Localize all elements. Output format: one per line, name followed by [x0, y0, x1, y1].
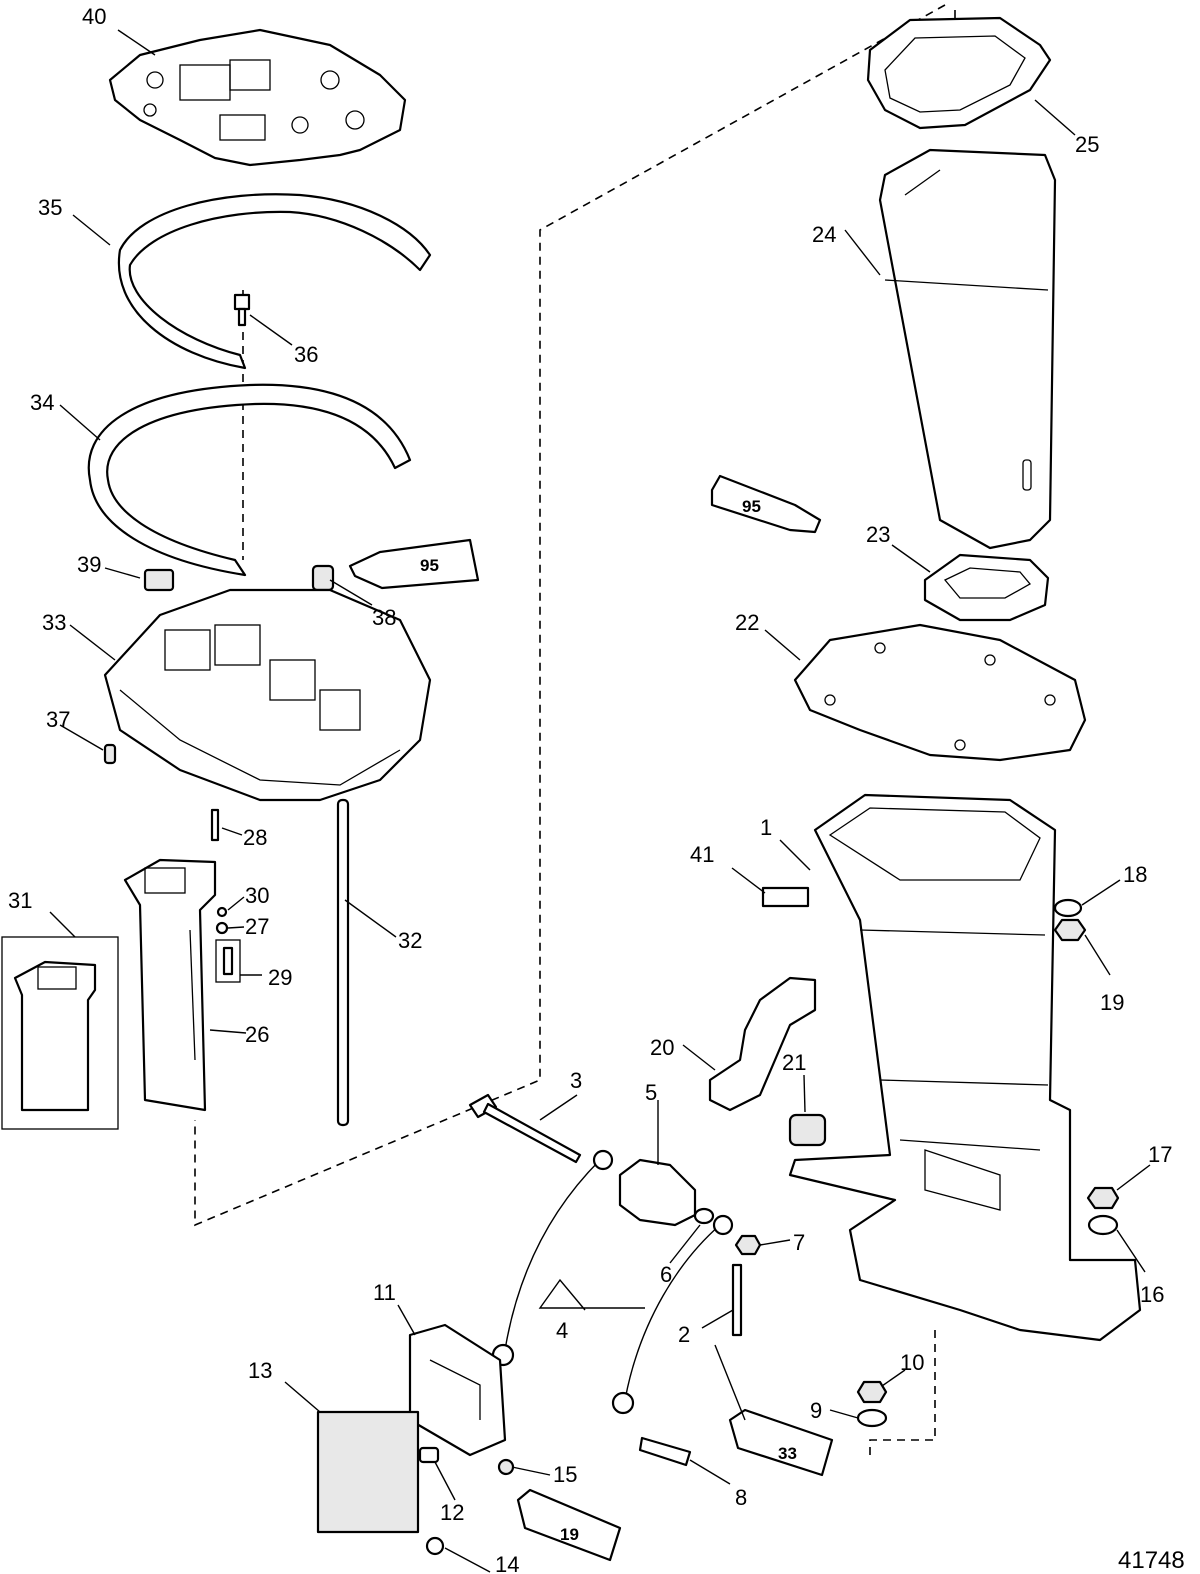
callout-38: 38: [372, 605, 396, 630]
ground-strap-part-4: [491, 1149, 734, 1415]
bolt-part-36: [233, 293, 251, 327]
water-tube-elbow-part-20: [708, 976, 817, 1112]
callout-39: 39: [77, 552, 101, 577]
callout-6: 6: [660, 1262, 672, 1287]
sealant-tube-95-left: 95: [348, 538, 480, 590]
washer-part-16: [1087, 1214, 1119, 1236]
callout-40: 40: [82, 4, 106, 29]
rod-part-32: [336, 798, 350, 1127]
bushing-part-38: [311, 564, 335, 592]
callout-26: 26: [245, 1022, 269, 1047]
callout-23: 23: [866, 522, 890, 547]
tube-label-95-right: 95: [742, 497, 761, 516]
callout-37: 37: [46, 707, 70, 732]
figure-id: 41748: [1118, 1547, 1185, 1574]
callout-27: 27: [245, 914, 269, 939]
callout-18: 18: [1123, 862, 1147, 887]
callout-5: 5: [645, 1080, 657, 1105]
nut-part-17: [1086, 1186, 1120, 1210]
grease-tube-33: 33: [728, 1408, 834, 1477]
bracket-part-11: [408, 1323, 507, 1457]
bolt-part-3: [468, 1093, 582, 1164]
decal-part-41: [761, 886, 810, 908]
plug-part-39: [143, 568, 175, 592]
callout-20: 20: [650, 1035, 674, 1060]
callout-7: 7: [793, 1230, 805, 1255]
callout-16: 16: [1140, 1282, 1164, 1307]
adapter-plate-part-33: [103, 588, 432, 802]
screw-part-14: [425, 1536, 445, 1556]
washer-part-27: [215, 921, 229, 935]
callout-14: 14: [495, 1552, 519, 1574]
screw-part-12: [418, 1446, 440, 1464]
tube-label-33: 33: [778, 1444, 797, 1463]
grommet-part-21: [788, 1113, 827, 1147]
washer-part-9: [856, 1408, 888, 1428]
callout-36: 36: [294, 342, 318, 367]
bolt-part-8: [638, 1436, 692, 1467]
nut-part-10: [856, 1380, 888, 1404]
nut-part-7: [734, 1234, 762, 1256]
callout-17: 17: [1148, 1142, 1172, 1167]
callout-leader-lines: [49, 29, 1151, 1573]
callout-12: 12: [440, 1500, 464, 1525]
callout-24: 24: [812, 222, 836, 247]
callout-34: 34: [30, 390, 54, 415]
callout-41: 41: [690, 842, 714, 867]
callout-1: 1: [760, 815, 772, 840]
callout-35: 35: [38, 195, 62, 220]
callout-22: 22: [735, 610, 759, 635]
washer-part-6: [693, 1207, 715, 1225]
callout-10: 10: [900, 1350, 924, 1375]
sealant-tube-95-right: 95: [710, 474, 822, 534]
callout-11: 11: [373, 1280, 396, 1305]
seal-ring-part-35: [117, 193, 432, 370]
callout-8: 8: [735, 1485, 747, 1510]
callout-28: 28: [243, 825, 267, 850]
seal-part-23: [923, 553, 1050, 622]
callout-33: 33: [42, 610, 66, 635]
exhaust-housing-part-24: [878, 148, 1057, 550]
driveshaft-housing-part-1: [788, 793, 1142, 1342]
adhesive-tube-19: 19: [516, 1488, 622, 1562]
tube-label-19: 19: [560, 1525, 579, 1544]
callout-4: 4: [556, 1318, 568, 1343]
exhaust-tube-part-26: [123, 858, 217, 1112]
dowel-pin-part-37: [103, 743, 117, 765]
stud-part-2: [731, 1263, 743, 1337]
stud-part-28: [210, 808, 220, 842]
gasket-plate-part-40: [108, 28, 407, 167]
callout-13: 13: [248, 1358, 272, 1383]
callout-32: 32: [398, 928, 422, 953]
anode-part-13: [316, 1410, 420, 1534]
callout-labels: 40 35 36 34 39 38 33 37 28 30 27 29 26 3…: [8, 4, 1172, 1574]
callout-15: 15: [553, 1462, 577, 1487]
exhaust-kit-box-part-31: [1, 936, 119, 1130]
nut-part-15: [497, 1458, 515, 1476]
callout-25: 25: [1075, 132, 1099, 157]
seal-frame-part-25: [866, 16, 1052, 130]
screw-part-29: [215, 939, 241, 983]
callout-21: 21: [782, 1050, 806, 1075]
gasket-part-22: [793, 623, 1087, 762]
callout-31: 31: [8, 888, 32, 913]
callout-9: 9: [810, 1398, 822, 1423]
o-ring-part-30: [216, 906, 228, 918]
callout-29: 29: [268, 965, 292, 990]
callout-3: 3: [570, 1068, 582, 1093]
nut-part-19: [1053, 918, 1087, 942]
callout-19: 19: [1100, 990, 1124, 1015]
tube-label-95-left: 95: [420, 556, 439, 575]
washer-part-18: [1053, 898, 1083, 918]
callout-2: 2: [678, 1322, 690, 1347]
mount-part-5: [618, 1158, 697, 1227]
rubber-seal-part-34: [87, 383, 412, 577]
callout-30: 30: [245, 883, 269, 908]
